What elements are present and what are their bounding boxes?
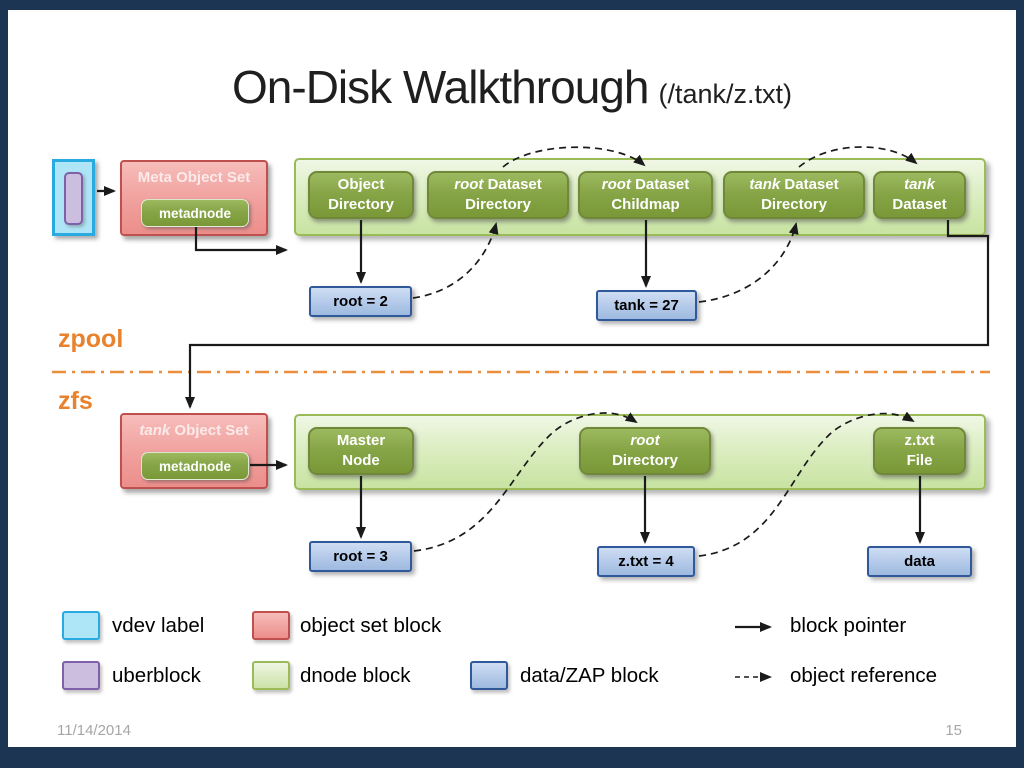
tank-object-set-block: tank Object Set metadnode bbox=[120, 413, 268, 489]
dnode-root-dataset-directory: root Dataset Directory bbox=[427, 171, 569, 219]
legend-uberblock-label: uberblock bbox=[112, 664, 201, 687]
dnode-tank-dataset: tank Dataset bbox=[873, 171, 966, 219]
dnode-root-dataset-childmap: root Dataset Childmap bbox=[578, 171, 713, 219]
zpool-section-label: zpool bbox=[58, 325, 124, 353]
metadnode-button-zfs: metadnode bbox=[141, 452, 249, 480]
legend-dnode-label: dnode block bbox=[300, 664, 411, 687]
uberblock bbox=[64, 172, 83, 225]
legend-objectset-swatch bbox=[252, 611, 290, 640]
slide-title: On-Disk Walkthrough (/tank/z.txt) bbox=[0, 60, 1024, 114]
zap-root-3: root = 3 bbox=[309, 541, 412, 572]
page-number: 15 bbox=[945, 722, 962, 739]
legend-zap-label: data/ZAP block bbox=[520, 664, 659, 687]
title-main: On-Disk Walkthrough bbox=[232, 61, 649, 113]
footer-date: 11/14/2014 bbox=[57, 722, 131, 739]
dnode-tank-dataset-directory: tank Dataset Directory bbox=[723, 171, 865, 219]
zap-root-2: root = 2 bbox=[309, 286, 412, 317]
legend-dnode-swatch bbox=[252, 661, 290, 690]
dnode-object-directory: Object Directory bbox=[308, 171, 414, 219]
legend-block-pointer-label: block pointer bbox=[790, 614, 907, 637]
zap-ztxt-4: z.txt = 4 bbox=[597, 546, 695, 577]
metadnode-button-zpool: metadnode bbox=[141, 199, 249, 227]
zap-tank-27: tank = 27 bbox=[596, 290, 697, 321]
dnode-master-node: Master Node bbox=[308, 427, 414, 475]
dnode-root-directory: root Directory bbox=[579, 427, 711, 475]
legend-object-reference-label: object reference bbox=[790, 664, 938, 687]
data-block: data bbox=[867, 546, 972, 577]
legend-vdev-label: vdev label bbox=[112, 614, 205, 637]
zfs-section-label: zfs bbox=[58, 387, 93, 415]
legend-zap-swatch bbox=[470, 661, 508, 690]
tank-object-set-title: tank Object Set bbox=[139, 422, 249, 439]
meta-object-set-block: Meta Object Set metadnode bbox=[120, 160, 268, 236]
legend-objectset-label: object set block bbox=[300, 614, 442, 637]
legend-uberblock-swatch bbox=[62, 661, 100, 690]
title-path-suffix: (/tank/z.txt) bbox=[658, 79, 792, 109]
legend-vdev-swatch bbox=[62, 611, 100, 640]
vdev-label-block bbox=[52, 159, 95, 236]
meta-object-set-title: Meta Object Set bbox=[137, 169, 251, 186]
dnode-ztxt-file: z.txt File bbox=[873, 427, 966, 475]
